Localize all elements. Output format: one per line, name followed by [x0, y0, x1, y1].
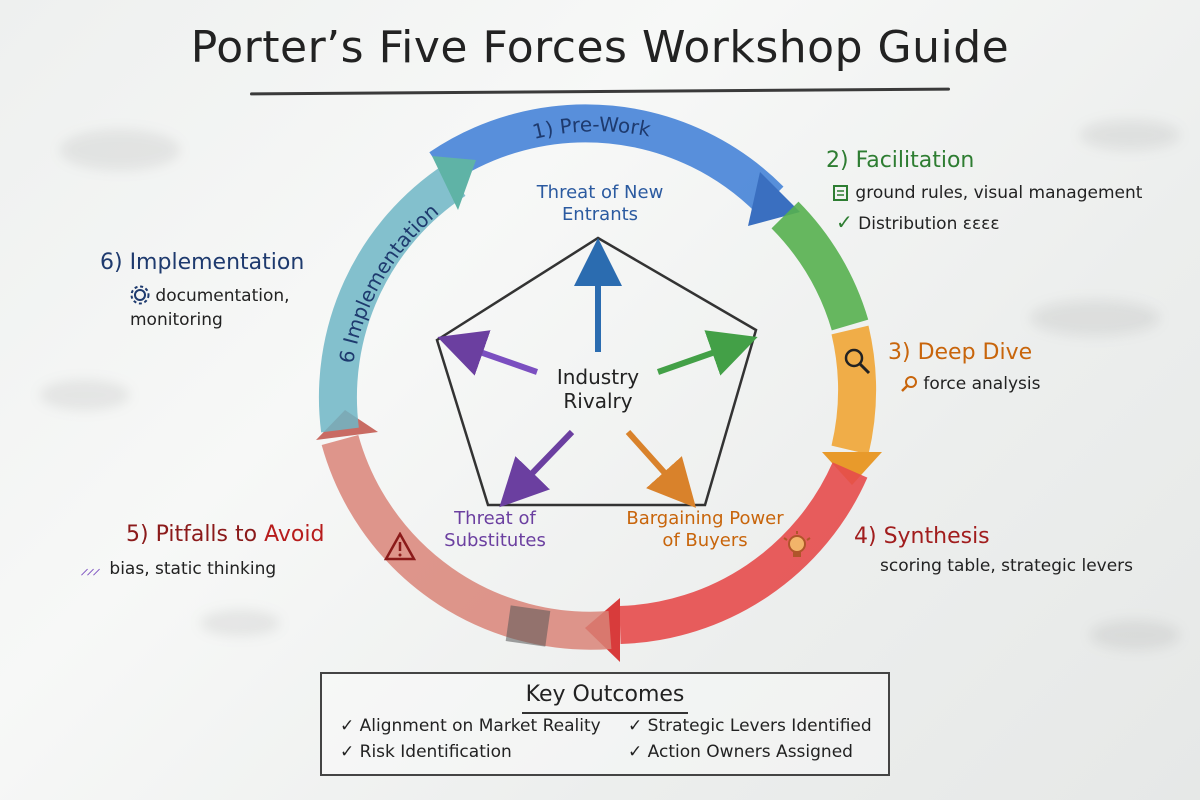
pitfalls-note-text: bias, static thinking [109, 559, 277, 579]
synthesis-note: scoring table, strategic levers [880, 556, 1134, 576]
facilitation-note-2: ✓ Distribution ɛɛɛɛ [836, 210, 1000, 234]
substitutes-line-2: Substitutes [444, 530, 546, 551]
cycle-arc-prework [429, 104, 784, 214]
lightbulb-icon [783, 531, 811, 557]
smudge [200, 610, 280, 636]
five-forces-pentagon [435, 236, 758, 507]
deep-dive-note: force analysis [900, 374, 1040, 394]
substitutes-line-1: Threat of [454, 508, 536, 529]
cycle-arc-synthesis [619, 462, 868, 644]
center-rivalry-label: Industry Rivalry [538, 365, 658, 413]
pitfalls-title: 5) Pitfalls to Avoid [126, 522, 324, 547]
pitfalls-note: ⸝⸝⸝ bias, static thinking [80, 556, 276, 580]
implementation-note-2: monitoring [130, 310, 223, 330]
smudge [40, 380, 130, 410]
buyers-line-1: Bargaining Power [626, 508, 784, 529]
cycle-arrowhead-prework [748, 172, 800, 226]
new-entrants-label: Threat of New Entrants [510, 182, 690, 226]
cycle-arc-implementation [319, 164, 466, 433]
magnifier-icon [844, 348, 871, 375]
gear-icon [130, 285, 150, 305]
arrow-rivalry-left [437, 330, 538, 376]
strike-marks-icon: ⸝⸝⸝ [80, 558, 101, 579]
facilitation-note-1-text: ground rules, visual management [855, 183, 1143, 203]
pitfalls-title-prefix: 5) Pitfalls to [126, 522, 265, 547]
facilitation-note-2-text: Distribution ɛɛɛɛ [858, 214, 1000, 234]
facilitation-note-1: ground rules, visual management [832, 183, 1142, 203]
cycle-arc-facilitation [771, 201, 869, 331]
pitfalls-title-emph: Avoid [264, 522, 325, 547]
buyers-label: Bargaining Power of Buyers [620, 508, 790, 552]
outcome-item: ✓ Risk Identification [340, 742, 512, 762]
warning-icon [384, 532, 416, 561]
small-magnifier-icon [901, 376, 917, 392]
outcome-item: ✓ Alignment on Market Reality [340, 716, 601, 736]
outcome-item: ✓ Strategic Levers Identified [628, 716, 872, 736]
clipboard-icon [833, 185, 848, 201]
deep-dive-note-text: force analysis [923, 374, 1041, 394]
facilitation-title: 2) Facilitation [826, 148, 975, 173]
center-line-2: Rivalry [563, 389, 633, 413]
checkmark-icon: ✓ [836, 210, 853, 234]
center-line-1: Industry [556, 365, 640, 389]
cycle-gray-patch [505, 605, 551, 647]
smudge [60, 130, 180, 170]
smudge [1080, 120, 1180, 150]
synthesis-title: 4) Synthesis [854, 524, 990, 549]
new-entrants-line-1: Threat of New [536, 182, 664, 203]
outcome-item: ✓ Action Owners Assigned [628, 742, 853, 762]
buyers-line-2: of Buyers [662, 530, 748, 551]
implementation-note-1: documentation, [155, 286, 290, 306]
smudge [1090, 620, 1180, 650]
smudge [1030, 300, 1160, 336]
key-outcomes-box: Key Outcomes ✓ Alignment on Market Reali… [320, 672, 890, 776]
cycle-arc-pitfalls [321, 434, 612, 650]
new-entrants-line-2: Entrants [561, 204, 639, 225]
substitutes-label: Threat of Substitutes [430, 508, 560, 552]
cycle-arc-deepdive [831, 325, 877, 455]
arrow-suppliers [657, 330, 758, 376]
cycle-arrowhead-deepdive [822, 452, 882, 485]
page-title: Porter’s Five Forces Workshop Guide [190, 22, 1010, 73]
arrow-buyers [625, 429, 697, 508]
arrow-substitutes [499, 429, 575, 508]
cycle-arrowhead-implementation [432, 156, 476, 210]
implementation-title: 6) Implementation [100, 250, 305, 275]
key-outcomes-underline [522, 712, 688, 714]
implementation-note: documentation, monitoring [130, 284, 290, 332]
key-outcomes-title: Key Outcomes [525, 682, 685, 707]
deep-dive-title: 3) Deep Dive [888, 340, 1033, 365]
